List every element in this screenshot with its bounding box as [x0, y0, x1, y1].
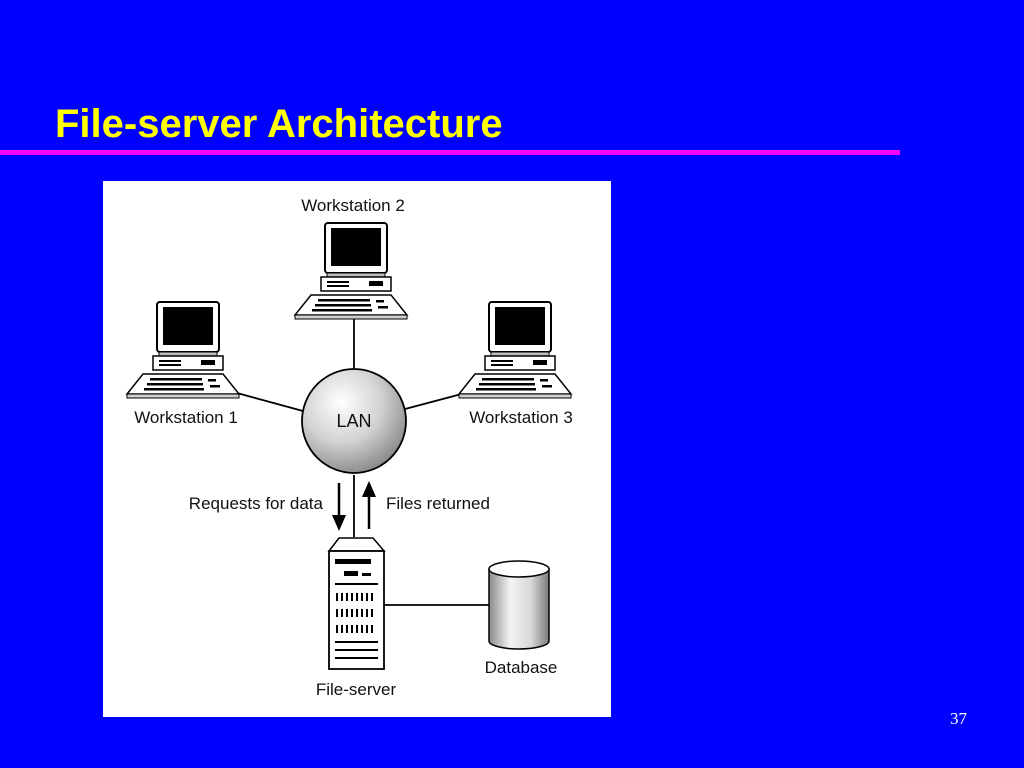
returns-label: Files returned: [386, 494, 490, 513]
workstation-3-label: Workstation 3: [469, 408, 573, 427]
computer-icon: [127, 302, 239, 398]
slide-title: File-server Architecture: [55, 102, 503, 146]
requests-label: Requests for data: [189, 494, 324, 513]
workstation-2: [295, 223, 407, 319]
lan-circle: [301, 368, 407, 474]
computer-icon: [295, 223, 407, 319]
page-number: 37: [950, 709, 967, 728]
workstation-2-label: Workstation 2: [301, 196, 405, 215]
file-server-label: File-server: [316, 680, 397, 699]
title-divider: [0, 150, 900, 155]
computer-icon: [459, 302, 571, 398]
architecture-diagram: Workstation 2 Workstation 1 Workstation …: [103, 181, 611, 717]
workstation-1: [127, 302, 239, 398]
server-tower-icon: [327, 537, 386, 670]
database-icon: [488, 560, 550, 650]
workstation-1-label: Workstation 1: [134, 408, 238, 427]
request-arrow: [332, 483, 346, 531]
database-label: Database: [485, 658, 558, 677]
return-arrow: [362, 481, 376, 529]
lan-label: LAN: [336, 411, 371, 431]
workstation-3: [459, 302, 571, 398]
